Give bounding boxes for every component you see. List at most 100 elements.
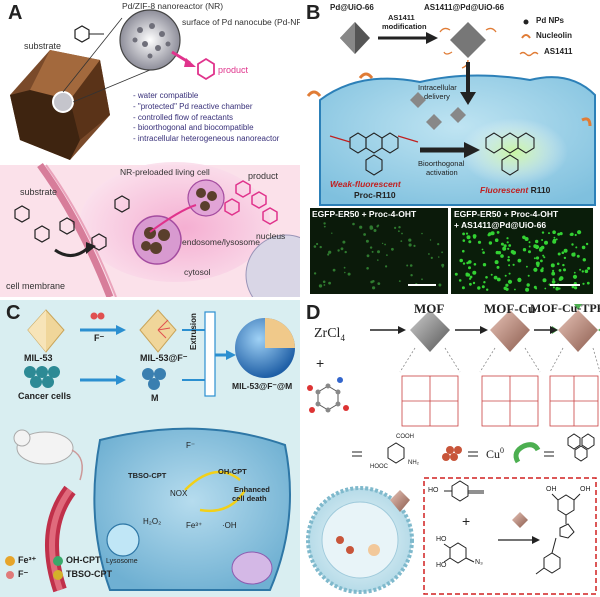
cell-dot	[377, 259, 379, 261]
cell-dot	[377, 250, 380, 254]
cell-dot	[313, 272, 317, 275]
legend-as1411: AS1411	[544, 47, 573, 56]
mil53-label: MIL-53	[24, 353, 53, 363]
cell-dot	[552, 278, 555, 281]
cell-dot	[468, 266, 471, 270]
cell-dot	[581, 270, 584, 273]
cell-dot	[507, 247, 510, 250]
oh-label-1: OH	[546, 486, 557, 493]
mofcu-title: MOF-Cu	[484, 301, 536, 316]
cell-dot	[552, 269, 555, 272]
mof-title: MOF	[414, 301, 445, 316]
cell-dot	[552, 230, 556, 234]
cell-dot	[458, 279, 462, 282]
cell-dot	[409, 264, 413, 267]
cell-dot	[570, 232, 574, 236]
cell-dot	[544, 287, 547, 290]
cell-dot	[535, 261, 540, 266]
cell-dot	[482, 251, 485, 254]
cell-dot	[398, 226, 401, 229]
cell-dot	[319, 245, 322, 249]
cell-dot	[551, 271, 556, 276]
cell-dot	[574, 286, 578, 290]
pd-uio-label: Pd@UiO-66	[330, 3, 374, 12]
cell-dot	[441, 263, 445, 267]
cell-dot	[563, 268, 566, 272]
tbso-label: TBSO-CPT	[128, 471, 167, 480]
panel-b-label: B	[306, 2, 321, 24]
nr-title: Pd/ZIF-8 nanoreactor (NR)	[122, 1, 224, 11]
cell-dot	[437, 256, 440, 258]
cell-dot	[579, 268, 582, 271]
mouse-illustration	[16, 431, 74, 465]
cell-dot	[481, 248, 484, 251]
cu-label: Cu0	[486, 446, 505, 461]
panel-d-label: D	[306, 302, 321, 324]
cell-dot	[410, 274, 413, 277]
cell-dot	[502, 246, 507, 251]
cell-dot	[400, 240, 403, 243]
cell-dot	[462, 262, 466, 265]
cell-dot	[347, 272, 351, 276]
cell-dot	[327, 253, 330, 256]
mil53f-label: MIL-53@F⁻	[140, 353, 188, 363]
cell-dot	[485, 276, 488, 279]
cell-dot	[430, 256, 433, 259]
cell-dot	[323, 284, 326, 286]
cell-dot	[472, 281, 476, 285]
cell-dot	[462, 232, 465, 236]
feature-item: - controlled flow of reactants	[133, 112, 234, 122]
cell-dot	[581, 245, 586, 250]
cell-dot	[585, 242, 589, 246]
cell-dot	[548, 232, 550, 235]
nh2-label: NH₂	[408, 460, 419, 466]
zrcl-text: ZrCl	[314, 326, 341, 341]
cell-dot	[556, 262, 560, 266]
cell-dot	[494, 260, 499, 265]
cell-dot	[555, 286, 559, 291]
cell-dot	[372, 286, 376, 290]
cell-dot	[468, 260, 472, 264]
cell-dot	[337, 249, 340, 252]
cancer-cell-body	[93, 427, 291, 591]
cell-dot	[575, 246, 578, 249]
legend-nucleolin: Nucleolin	[536, 31, 573, 40]
cell-dot	[562, 263, 565, 267]
cell-dot	[508, 272, 511, 275]
cell-dot	[526, 283, 530, 287]
cell-dot	[473, 236, 476, 239]
cell-dot	[514, 288, 516, 291]
membrane-label: cell membrane	[6, 281, 66, 291]
cell-dot	[477, 286, 481, 290]
feature-item: - "protected" Pd reactive chamber	[133, 101, 253, 111]
cell-dot	[328, 281, 331, 285]
activation-label-1: Bioorthogonal	[418, 159, 465, 168]
cell-dot	[586, 281, 590, 285]
cell-dot	[527, 274, 530, 277]
fe-label: Fe³⁺	[186, 521, 203, 530]
panel-a-label: A	[8, 2, 23, 24]
cell-dot	[454, 272, 458, 276]
cytosol-label: cytosol	[184, 267, 211, 277]
cell-dot	[576, 254, 580, 258]
product-label-c: MIL-53@F⁻@M	[232, 381, 293, 391]
proc-r110-label: Proc-R110	[354, 190, 396, 200]
cu-sup: 0	[500, 446, 505, 455]
nucleus-shape	[245, 234, 300, 297]
enhanced-label-1: Enhanced	[234, 485, 270, 494]
mof-cu-octahedron	[490, 310, 530, 352]
cell-dot	[465, 232, 469, 235]
cell-dot	[528, 250, 531, 254]
hooc-label: HOOC	[370, 464, 388, 470]
cell-dot	[507, 279, 513, 284]
cell-dot	[522, 248, 527, 252]
cell-dot	[584, 269, 589, 274]
cell-dot	[472, 270, 477, 275]
delivery-label-1: Intracellular	[418, 83, 457, 92]
microscopy-image-2	[451, 208, 593, 294]
cell-dot	[561, 251, 565, 254]
panel-b-graphic	[306, 19, 596, 294]
cancer-cells-cluster	[24, 366, 60, 388]
h2o2-label: H₂O₂	[143, 517, 162, 526]
cell-dot	[391, 247, 394, 251]
